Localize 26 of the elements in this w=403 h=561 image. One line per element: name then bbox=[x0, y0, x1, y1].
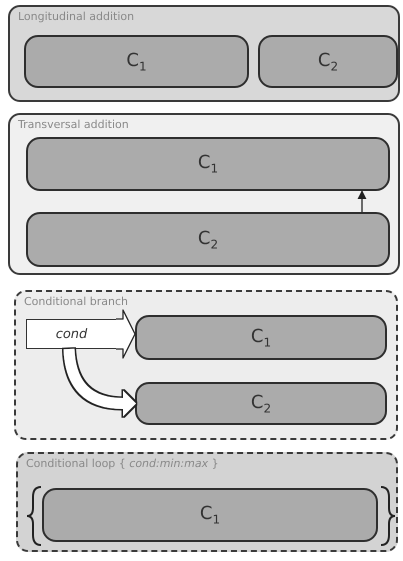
component-box bbox=[42, 488, 378, 542]
component-label: C$_{2}$ bbox=[250, 392, 272, 416]
panel-title: Conditional loop { cond:min:max } bbox=[26, 457, 219, 470]
group-panel bbox=[8, 5, 400, 102]
condition-label: cond bbox=[56, 326, 88, 342]
condition-box bbox=[26, 319, 116, 349]
component-label: C$_{1}$ bbox=[198, 152, 218, 176]
component-label: C$_{1}$ bbox=[250, 326, 272, 350]
component-box bbox=[24, 35, 249, 88]
panel-title: Longitudinal addition bbox=[18, 10, 134, 23]
panel-title: Transversal addition bbox=[18, 118, 129, 131]
component-label: C$_{1}$ bbox=[126, 50, 147, 74]
component-box bbox=[135, 315, 387, 360]
component-box bbox=[135, 382, 387, 425]
component-label: C$_{2}$ bbox=[318, 50, 338, 74]
group-panel bbox=[8, 113, 400, 275]
panel-title: Conditional branch bbox=[24, 295, 128, 308]
arrow bbox=[357, 190, 367, 212]
component-box bbox=[26, 212, 390, 267]
component-label: C$_{1}$ bbox=[200, 503, 220, 527]
group-panel bbox=[16, 452, 398, 552]
block-arrow bbox=[115, 309, 136, 359]
group-panel bbox=[14, 290, 398, 440]
component-box bbox=[26, 137, 390, 191]
component-box bbox=[258, 35, 398, 88]
component-label: C$_{2}$ bbox=[198, 228, 218, 252]
